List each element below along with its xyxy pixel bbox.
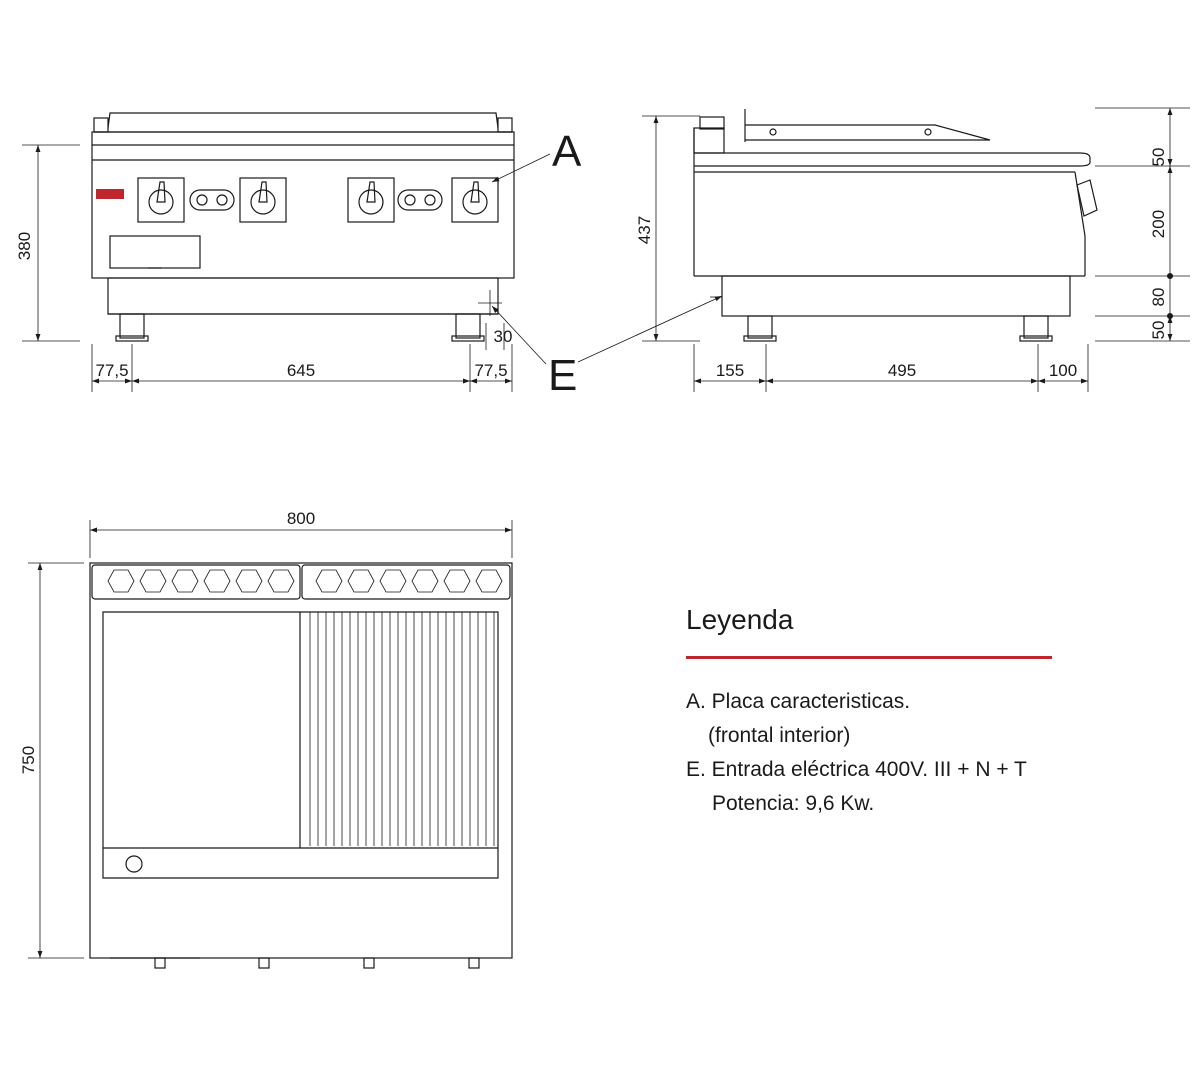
callout-a: A bbox=[552, 127, 582, 176]
legend: Leyenda A. Placa caracteristicas. (front… bbox=[686, 604, 1052, 821]
grooved-griddle-ribs bbox=[309, 612, 495, 846]
top-depth-label: 750 bbox=[19, 746, 38, 774]
grease-drain-holes bbox=[107, 569, 503, 593]
top-view bbox=[89, 562, 513, 969]
side-height-50-top-label: 50 bbox=[1149, 148, 1168, 167]
side-height-80-label: 80 bbox=[1149, 288, 1168, 307]
top-width-label: 800 bbox=[287, 509, 315, 528]
side-height-label: 437 bbox=[635, 216, 654, 244]
side-dimensions: 437 50 200 80 50 155 495 100 bbox=[635, 107, 1190, 392]
front-width-left-label: 77,5 bbox=[95, 361, 128, 380]
top-dimensions: 800 750 bbox=[19, 509, 513, 959]
legend-item-a-detail: (frontal interior) bbox=[708, 724, 851, 747]
side-height-50-bottom-label: 50 bbox=[1149, 321, 1168, 340]
front-height-label: 380 bbox=[15, 232, 34, 260]
side-height-200-label: 200 bbox=[1149, 210, 1168, 238]
brand-logo bbox=[96, 189, 124, 199]
front-width-right-label: 77,5 bbox=[474, 361, 507, 380]
legend-item-e-detail: Potencia: 9,6 Kw. bbox=[712, 792, 875, 815]
control-knobs bbox=[137, 177, 499, 223]
side-depth-155-label: 155 bbox=[716, 361, 744, 380]
side-view bbox=[693, 109, 1098, 342]
side-depth-100-label: 100 bbox=[1049, 361, 1077, 380]
side-depth-495-label: 495 bbox=[888, 361, 916, 380]
callout-e: E bbox=[548, 351, 577, 400]
front-dimensions: 380 77,5 645 77,5 30 bbox=[15, 144, 513, 392]
cable-offset-label: 30 bbox=[494, 327, 513, 346]
callouts: A E bbox=[491, 127, 723, 400]
legend-title: Leyenda bbox=[686, 604, 794, 635]
legend-divider bbox=[686, 656, 1052, 659]
front-view bbox=[91, 112, 515, 342]
front-width-main-label: 645 bbox=[287, 361, 315, 380]
legend-item-a: A. Placa caracteristicas. bbox=[686, 690, 911, 713]
legend-item-e: E. Entrada eléctrica 400V. III + N + T bbox=[686, 758, 1027, 781]
